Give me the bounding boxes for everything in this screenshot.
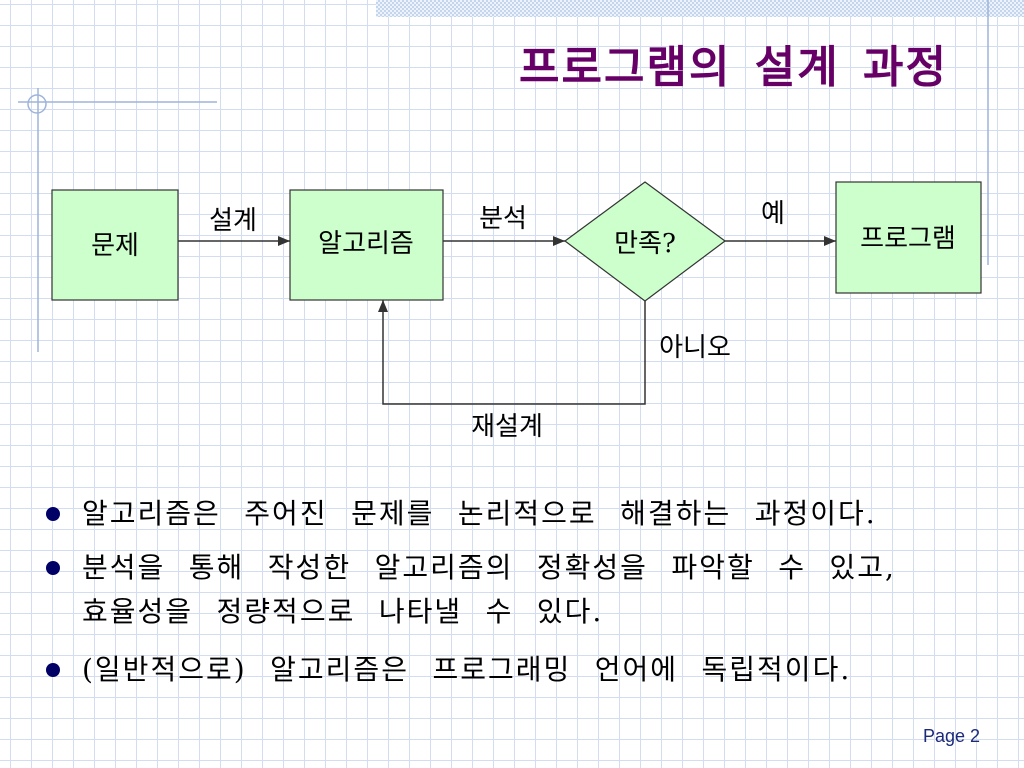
node-problem (51, 189, 179, 301)
bullet-dot-icon (46, 507, 60, 521)
bullet-text: 분석을 통해 작성한 알고리즘의 정확성을 파악할 수 있고, (82, 551, 896, 584)
bullet-item: (일반적으로) 알고리즘은 프로그래밍 언어에 독립적이다. (0, 648, 1024, 692)
bullet-text: (일반적으로) 알고리즘은 프로그래밍 언어에 독립적이다. (82, 653, 852, 686)
bullet-text-continuation: 효율성을 정량적으로 나타낼 수 있다. (82, 595, 604, 628)
edge-redesign-label: 재설계 (471, 412, 543, 442)
node-decision-label: 만족? (614, 229, 676, 259)
bullet-item: 알고리즘은 주어진 문제를 논리적으로 해결하는 과정이다. (0, 492, 1024, 536)
node-problem-label: 문제 (91, 231, 139, 261)
edge-analysis-label: 분석 (479, 204, 527, 234)
page-number: Page 2 (922, 726, 980, 746)
crosshair-circle-icon (27, 94, 47, 114)
node-program (835, 181, 982, 294)
bullet-text: 알고리즘은 주어진 문제를 논리적으로 해결하는 과정이다. (82, 497, 877, 530)
node-program-label: 프로그램 (860, 224, 956, 254)
edge-redesign-loop-arrow (378, 300, 646, 405)
bullet-dot-icon (46, 561, 60, 575)
slide-title: 프로그램의 설계 과정 (519, 42, 948, 93)
top-decorative-band (376, 0, 1024, 17)
node-algorithm-label: 알고리즘 (318, 229, 414, 259)
node-algorithm (289, 189, 444, 301)
bullet-item: 분석을 통해 작성한 알고리즘의 정확성을 파악할 수 있고, 효율성을 정량적… (0, 546, 1024, 634)
edge-no-label: 아니오 (659, 333, 731, 363)
edge-yes-label: 예 (761, 199, 785, 229)
edge-design-label: 설계 (209, 206, 257, 236)
bullet-dot-icon (46, 663, 60, 677)
